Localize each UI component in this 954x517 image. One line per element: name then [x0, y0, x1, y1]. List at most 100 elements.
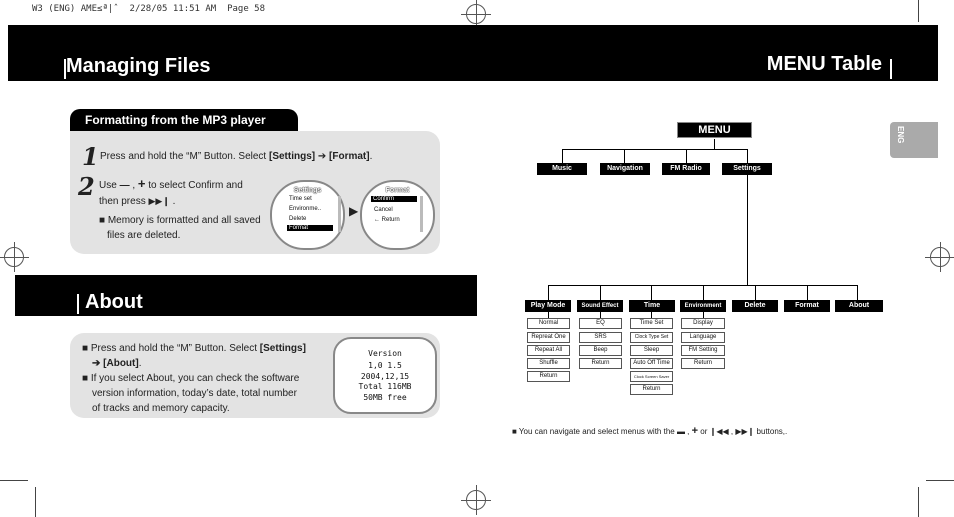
screen-line: Version — [368, 349, 402, 358]
screen-item: Delete — [289, 216, 307, 222]
section-heading-about: About — [15, 275, 477, 316]
crop-mark — [926, 480, 954, 481]
menu-leaf: Return — [630, 384, 673, 395]
format-screen: Format Confirm Cancel ← Return — [360, 180, 435, 250]
menu-node-fm-radio: FM Radio — [662, 163, 710, 175]
menu-node-time: Time — [629, 300, 675, 312]
menu-leaf: Normal — [527, 318, 570, 329]
print-slug: W3 (ENG) AME≤ª|ˆ 2/28/05 11:51 AM Page 5… — [32, 4, 265, 14]
tree-connector — [686, 149, 687, 163]
screen-title: Format — [385, 187, 410, 194]
screen-item: ← Return — [374, 217, 400, 223]
menu-leaf: Display — [681, 318, 725, 329]
registration-mark-icon — [461, 485, 491, 515]
crop-mark — [918, 0, 919, 22]
screen-line: 1,0 1.5 — [368, 361, 402, 370]
menu-leaf: Return — [579, 358, 622, 369]
plus-icon: + — [691, 425, 699, 437]
menu-leaf: Shuffle — [527, 358, 570, 369]
tree-connector — [624, 149, 625, 163]
screen-item: Cancel — [374, 207, 393, 213]
screen-line: 2004,12,15 — [360, 372, 410, 381]
tree-connector — [651, 285, 652, 300]
tree-connector — [714, 139, 715, 149]
section-heading-formatting: Formatting from the MP3 player — [70, 109, 298, 131]
tree-connector — [600, 285, 601, 300]
registration-mark-icon — [461, 0, 491, 29]
tree-connector — [747, 175, 748, 285]
tree-connector — [747, 149, 748, 163]
screen-item-selected: Confirm — [371, 196, 417, 202]
play-pause-icon: ▶▶❙ — [148, 195, 170, 206]
menu-leaf: Repreat One — [527, 332, 570, 343]
menu-node-music: Music — [537, 163, 587, 175]
registration-mark-icon — [0, 242, 29, 272]
page-title-left: Managing Files — [66, 55, 211, 77]
minus-icon: ▬ — [676, 427, 685, 436]
crop-mark — [35, 487, 36, 517]
menu-leaf: Return — [527, 371, 570, 382]
menu-leaf: Clock Screen Saver — [630, 371, 673, 382]
menu-leaf: Clock Type Set — [630, 332, 673, 343]
screen-line: Total 116MB — [358, 382, 412, 391]
registration-mark-icon — [925, 242, 954, 272]
step2-text: Use — , + to select Confirm and then pre… — [99, 176, 261, 241]
settings-screen: Settings Time set Environme.. Delete For… — [270, 180, 345, 250]
title-bar-mark — [890, 59, 892, 79]
step1-text: Press and hold the “M” Button. Select [S… — [100, 151, 373, 162]
screen-item: Environme.. — [289, 206, 322, 212]
step-number-2: 2 — [78, 172, 95, 201]
tree-connector — [548, 285, 549, 300]
tree-connector — [857, 285, 858, 300]
menu-leaf: Repeat All — [527, 345, 570, 356]
about-text: ■ Press and hold the “M” Button. Select … — [82, 343, 306, 414]
navigation-note: ■ You can navigate and select menus with… — [512, 425, 788, 437]
plus-icon: + — [137, 176, 146, 191]
tree-connector — [755, 285, 756, 300]
menu-leaf: Sleep — [630, 345, 673, 356]
tree-connector — [651, 312, 652, 318]
menu-node-about: About — [835, 300, 883, 312]
screen-item-selected: Format — [287, 225, 333, 231]
tree-connector — [562, 149, 748, 150]
about-screen: Version 1,0 1.5 2004,12,15 Total 116MB 5… — [333, 337, 437, 414]
previous-icon: ❙◀◀ — [709, 427, 729, 436]
menu-leaf: Return — [681, 358, 725, 369]
arrow-right-icon: ▶ — [349, 204, 359, 218]
menu-leaf: EQ — [579, 318, 622, 329]
scrollbar — [338, 196, 341, 232]
tree-connector — [807, 285, 808, 300]
screen-title: Settings — [293, 187, 322, 194]
tree-connector — [703, 285, 704, 300]
menu-node-delete: Delete — [732, 300, 778, 312]
title-bar-mark — [64, 59, 66, 79]
next-icon: ▶▶❙ — [735, 427, 755, 436]
tree-connector — [600, 312, 601, 318]
menu-node-environment: Environment — [680, 300, 726, 312]
menu-leaf: Time Set — [630, 318, 673, 329]
tree-connector — [703, 312, 704, 318]
page-header-bar: Managing Files MENU Table — [8, 25, 938, 81]
screen-item: Time set — [289, 196, 312, 202]
step-number-1: 1 — [82, 142, 99, 171]
menu-leaf: FM Setting — [681, 345, 725, 356]
tree-connector — [548, 312, 549, 318]
minus-icon: — — [119, 180, 130, 191]
page-title-right: MENU Table — [766, 53, 882, 75]
menu-node-sound-effect: Sound Effect — [577, 300, 623, 312]
menu-root-node: MENU — [677, 122, 752, 138]
menu-node-navigation: Navigation — [600, 163, 650, 175]
scrollbar — [420, 196, 423, 232]
menu-leaf: Auto Off Time — [630, 358, 673, 369]
menu-node-settings: Settings — [722, 163, 772, 175]
screen-line: 50MB free — [363, 393, 407, 402]
menu-leaf: Language — [681, 332, 725, 343]
title-bar-mark — [77, 294, 79, 314]
menu-node-play-mode: Play Mode — [525, 300, 571, 312]
menu-node-format: Format — [784, 300, 830, 312]
crop-mark — [0, 480, 28, 481]
tree-connector — [562, 149, 563, 163]
language-tab: ENG — [890, 122, 938, 158]
crop-mark — [918, 487, 919, 517]
menu-leaf: Beep — [579, 345, 622, 356]
